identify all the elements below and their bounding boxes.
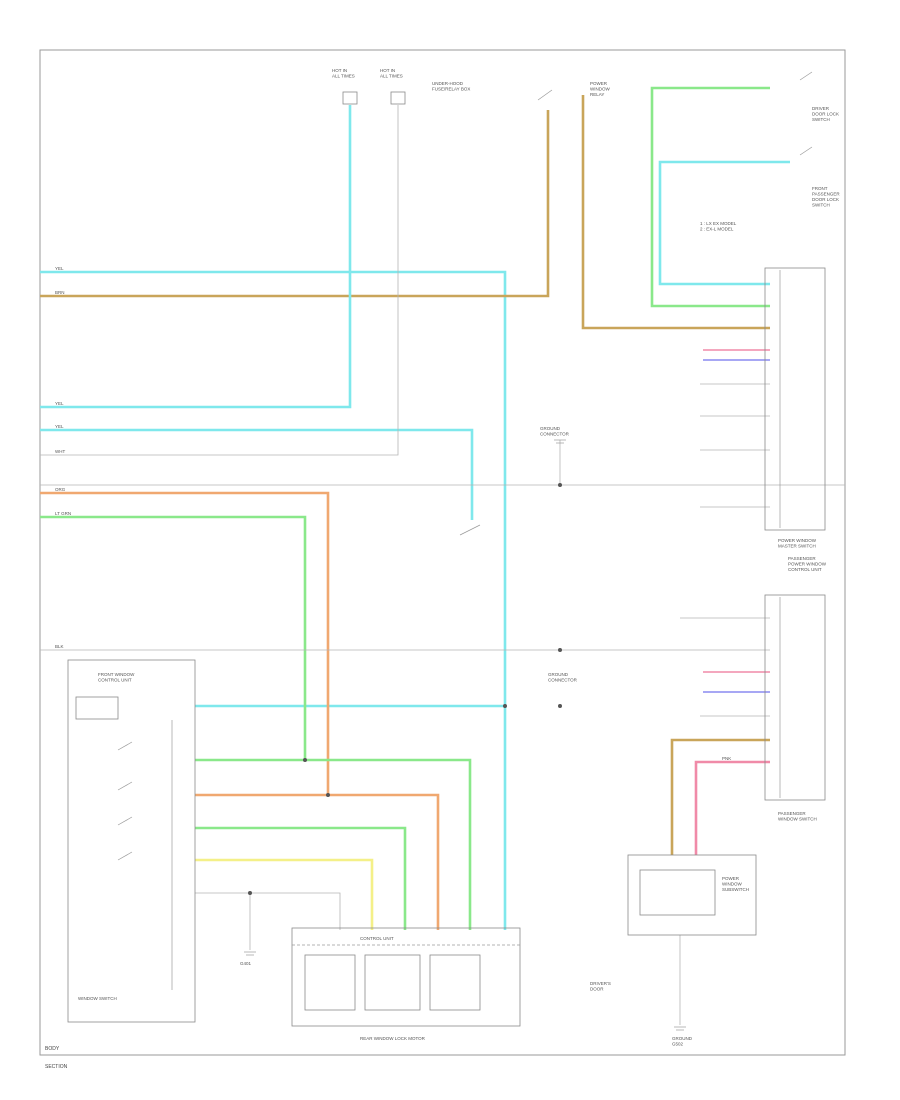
- wire-tan-2: [581, 95, 770, 330]
- wire-green-top: [650, 86, 770, 308]
- connector-master-switch: [764, 267, 826, 531]
- tag-yel-2: YEL: [55, 401, 64, 406]
- diagram-frame: [39, 49, 846, 1056]
- tag-wht-1: WHT: [55, 449, 65, 454]
- wire-orange-2: [195, 793, 440, 930]
- rear-control-unit: [291, 927, 521, 1027]
- label-bottom-center: REAR WINDOW LOCK MOTOR: [360, 1036, 426, 1041]
- driver-module-inner: [75, 696, 119, 720]
- tag-org-1: ORG: [55, 487, 66, 492]
- driver-window-module: [67, 659, 196, 1023]
- wire-orange-1: [40, 491, 330, 795]
- fuse-symbols: [342, 91, 406, 105]
- junction-dots: [248, 483, 562, 895]
- ground-symbols: [244, 439, 686, 1031]
- relay-box-1: [304, 954, 356, 1011]
- relay-box-3: [429, 954, 481, 1011]
- wire-light-blue-3: [40, 428, 474, 520]
- wire-tan-1: [40, 110, 550, 298]
- wire-light-blue-2: [40, 105, 352, 409]
- wire-green-1: [40, 515, 307, 760]
- wire-green-3: [195, 826, 407, 930]
- tag-yel-3: YEL: [55, 424, 64, 429]
- label-footer-code: SECTION: [45, 1064, 68, 1070]
- wire-light-blue-1: [40, 270, 507, 930]
- label-control-unit: CONTROL UNIT: [360, 936, 394, 941]
- tag-blk-1: BLK: [55, 644, 64, 649]
- wire-pink-1: [694, 760, 770, 855]
- label-window-switch: WINDOW SWITCH: [78, 996, 117, 1001]
- tag-pnk-1: PNK: [722, 756, 731, 761]
- wire-tan-3: [670, 738, 770, 855]
- wire-yellow-1: [195, 858, 374, 930]
- label-footer-left: BODY: [45, 1046, 60, 1052]
- tag-yel-1: YEL: [55, 266, 64, 271]
- subswitch-box: [627, 854, 757, 936]
- subswitch-inner: [639, 869, 716, 916]
- wire-gray-fuse: [40, 105, 399, 456]
- tag-brn-1: BRN: [55, 290, 65, 295]
- tag-ltgrn-1: LT GRN: [55, 511, 71, 516]
- switch-symbols: [117, 71, 813, 861]
- wire-light-blue-top: [658, 160, 790, 286]
- wire-gray-1: [195, 892, 341, 930]
- connector-passenger-switch: [764, 594, 826, 801]
- wire-green-2: [195, 758, 472, 930]
- relay-box-2: [364, 954, 421, 1011]
- label-lower-mid-ground: G401: [240, 961, 252, 966]
